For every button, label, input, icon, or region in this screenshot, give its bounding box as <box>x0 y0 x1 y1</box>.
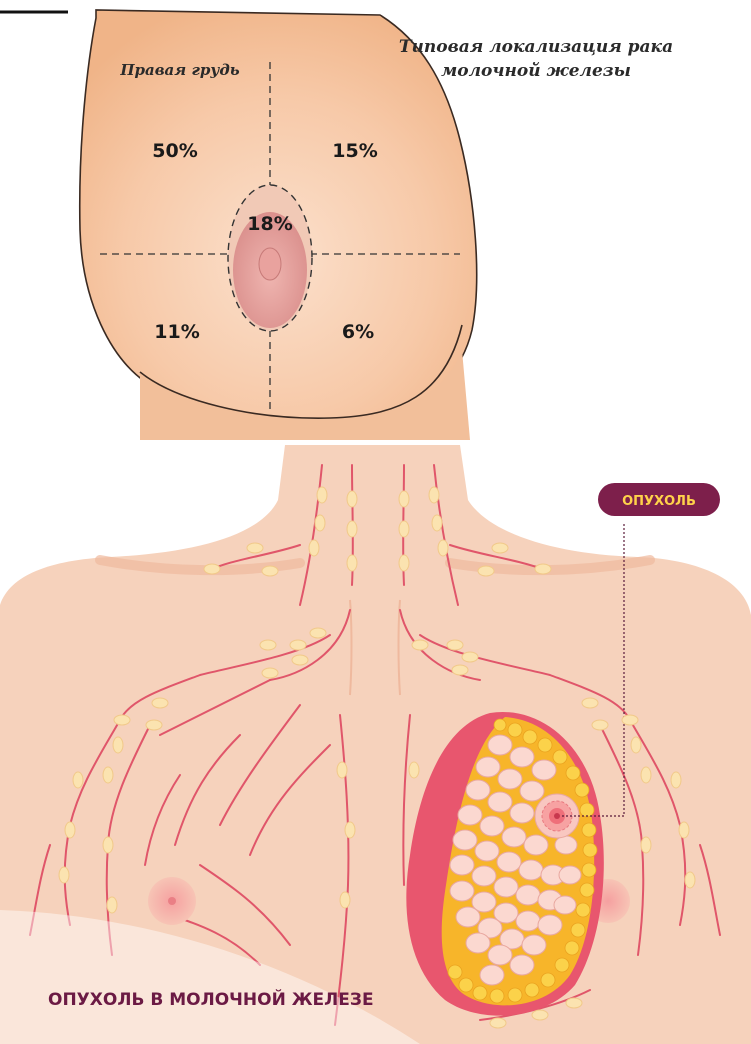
diagram-caption: ОПУХОЛЬ В МОЛОЧНОЙ ЖЕЛЕЗЕ <box>48 988 374 1010</box>
nipple <box>259 248 281 280</box>
chest-lymph-diagram: ОПУХОЛЬ ОПУХОЛЬ В МОЛОЧНОЙ ЖЕЛЕЗЕ <box>0 445 751 1044</box>
chest-illustration: ОПУХОЛЬ ОПУХОЛЬ В МОЛОЧНОЙ ЖЕЛЕЗЕ <box>0 445 751 1044</box>
quadrant-upper-outer-value: 50% <box>152 140 197 162</box>
quadrant-illustration: Типовая локализация рака молочной железы… <box>0 0 751 445</box>
quadrant-lower-inner-value: 6% <box>342 321 374 343</box>
tumor-badge-label: ОПУХОЛЬ <box>622 494 696 509</box>
quadrant-upper-inner-value: 15% <box>332 140 377 162</box>
diagram-title-line1: Типовая локализация рака <box>399 37 673 57</box>
breast-quadrant-diagram: Типовая локализация рака молочной железы… <box>0 0 751 445</box>
quadrant-lower-outer-value: 11% <box>154 321 199 343</box>
central-zone-value: 18% <box>247 213 292 235</box>
nipple-right-center <box>168 897 176 905</box>
diagram-title-line2: молочной железы <box>441 61 631 81</box>
side-label: Правая грудь <box>119 61 239 79</box>
tumor <box>535 794 579 838</box>
